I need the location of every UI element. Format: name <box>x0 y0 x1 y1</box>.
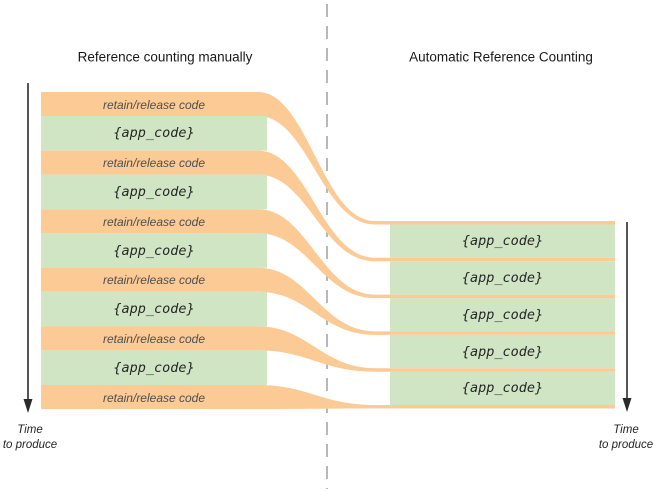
app-code-band-right <box>390 334 615 369</box>
retain-release-band <box>41 150 615 262</box>
retain-release-label: retain/release code <box>102 390 206 405</box>
app-code-label-left: {app_code} <box>113 242 195 259</box>
app-code-label-left: {app_code} <box>113 359 195 376</box>
app-code-band-right <box>390 371 615 405</box>
app-code-band-left <box>41 116 267 151</box>
app-code-label-right: {app_code} <box>461 380 544 397</box>
left-time-axis-line1: Time <box>17 424 43 436</box>
right-time-axis-line1: Time <box>613 424 639 436</box>
app-code-label-right: {app_code} <box>461 233 544 250</box>
app-code-label-right: {app_code} <box>461 343 544 360</box>
right-time-axis-label: Time to produce <box>599 423 653 453</box>
app-code-label-left: {app_code} <box>113 301 195 318</box>
retain-release-label: retain/release code <box>102 214 206 229</box>
right-time-arrow-head <box>622 398 632 412</box>
app-code-label-right: {app_code} <box>461 306 544 323</box>
left-time-arrow-head <box>23 399 33 413</box>
app-code-label-left: {app_code} <box>113 125 195 142</box>
retain-release-band <box>41 267 615 335</box>
app-code-band-left <box>41 174 267 210</box>
app-code-band-left <box>41 233 267 268</box>
retain-release-band <box>41 209 615 299</box>
retain-release-band <box>41 326 615 372</box>
left-column-title: Reference counting manually <box>77 49 253 65</box>
app-code-label-right: {app_code} <box>461 269 544 286</box>
right-column-title: Automatic Reference Counting <box>409 49 593 65</box>
retain-release-label: retain/release code <box>102 331 206 346</box>
retain-release-band <box>41 385 615 409</box>
app-code-band-right <box>390 261 615 295</box>
retain-release-label: retain/release code <box>102 156 206 171</box>
app-code-label-left: {app_code} <box>113 183 195 200</box>
app-code-band-left <box>41 350 267 385</box>
right-time-axis-line2: to produce <box>598 439 654 451</box>
retain-release-band <box>41 92 615 225</box>
left-time-axis-line2: to produce <box>2 439 58 451</box>
app-code-band-right <box>390 298 615 332</box>
left-time-axis-label: Time to produce <box>3 423 57 453</box>
app-code-band-right <box>390 224 615 258</box>
retain-release-label: retain/release code <box>102 273 206 288</box>
app-code-band-left <box>41 291 267 327</box>
retain-release-label: retain/release code <box>102 97 206 112</box>
